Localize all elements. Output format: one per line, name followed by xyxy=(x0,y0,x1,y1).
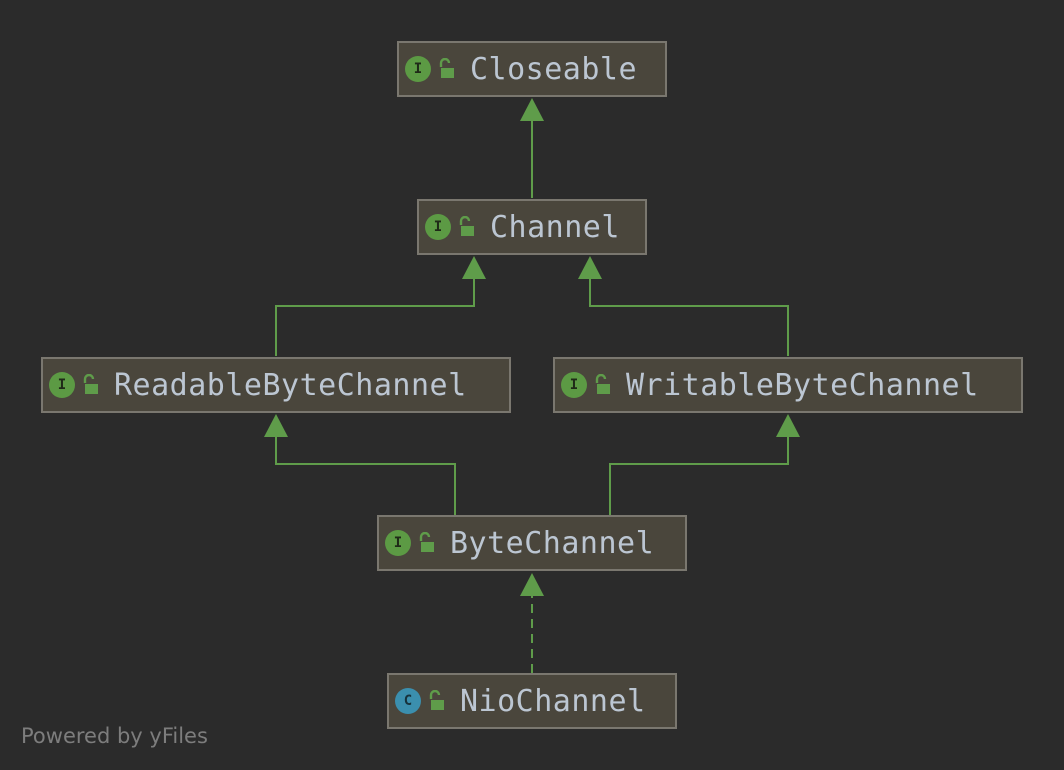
edge-bytechannel-writable xyxy=(609,436,789,515)
arrowhead-bytechannel xyxy=(520,573,544,596)
node-readable-byte-channel[interactable]: I ReadableByteChannel xyxy=(41,357,511,413)
unlocked-padlock-icon xyxy=(82,374,100,396)
class-badge-icon: C xyxy=(395,688,421,714)
arrowhead-channel-left xyxy=(462,256,486,279)
edge-bytechannel-readable xyxy=(275,436,456,515)
arrowhead-closeable xyxy=(520,98,544,121)
node-label: Channel xyxy=(490,209,620,245)
node-label: NioChannel xyxy=(460,683,646,719)
edge-readable-channel xyxy=(275,278,475,356)
node-label: ReadableByteChannel xyxy=(114,367,467,403)
unlocked-padlock-icon xyxy=(458,216,476,238)
interface-badge-icon: I xyxy=(49,372,75,398)
node-channel[interactable]: I Channel xyxy=(417,199,647,255)
interface-badge-icon: I xyxy=(405,56,431,82)
node-nio-channel[interactable]: C NioChannel xyxy=(387,673,677,729)
interface-badge-icon: I xyxy=(561,372,587,398)
node-label: Closeable xyxy=(470,51,638,87)
interface-badge-icon: I xyxy=(385,530,411,556)
arrowhead-channel-right xyxy=(578,256,602,279)
interface-badge-icon: I xyxy=(425,214,451,240)
node-label: WritableByteChannel xyxy=(626,367,979,403)
unlocked-padlock-icon xyxy=(428,690,446,712)
unlocked-padlock-icon xyxy=(594,374,612,396)
powered-by-footer: Powered by yFiles xyxy=(21,724,208,748)
arrowhead-readable xyxy=(264,414,288,437)
unlocked-padlock-icon xyxy=(438,58,456,80)
node-label: ByteChannel xyxy=(450,525,655,561)
unlocked-padlock-icon xyxy=(418,532,436,554)
node-byte-channel[interactable]: I ByteChannel xyxy=(377,515,687,571)
arrowhead-writable xyxy=(776,414,800,437)
node-writable-byte-channel[interactable]: I WritableByteChannel xyxy=(553,357,1023,413)
edge-writable-channel xyxy=(589,278,789,356)
node-closeable[interactable]: I Closeable xyxy=(397,41,667,97)
